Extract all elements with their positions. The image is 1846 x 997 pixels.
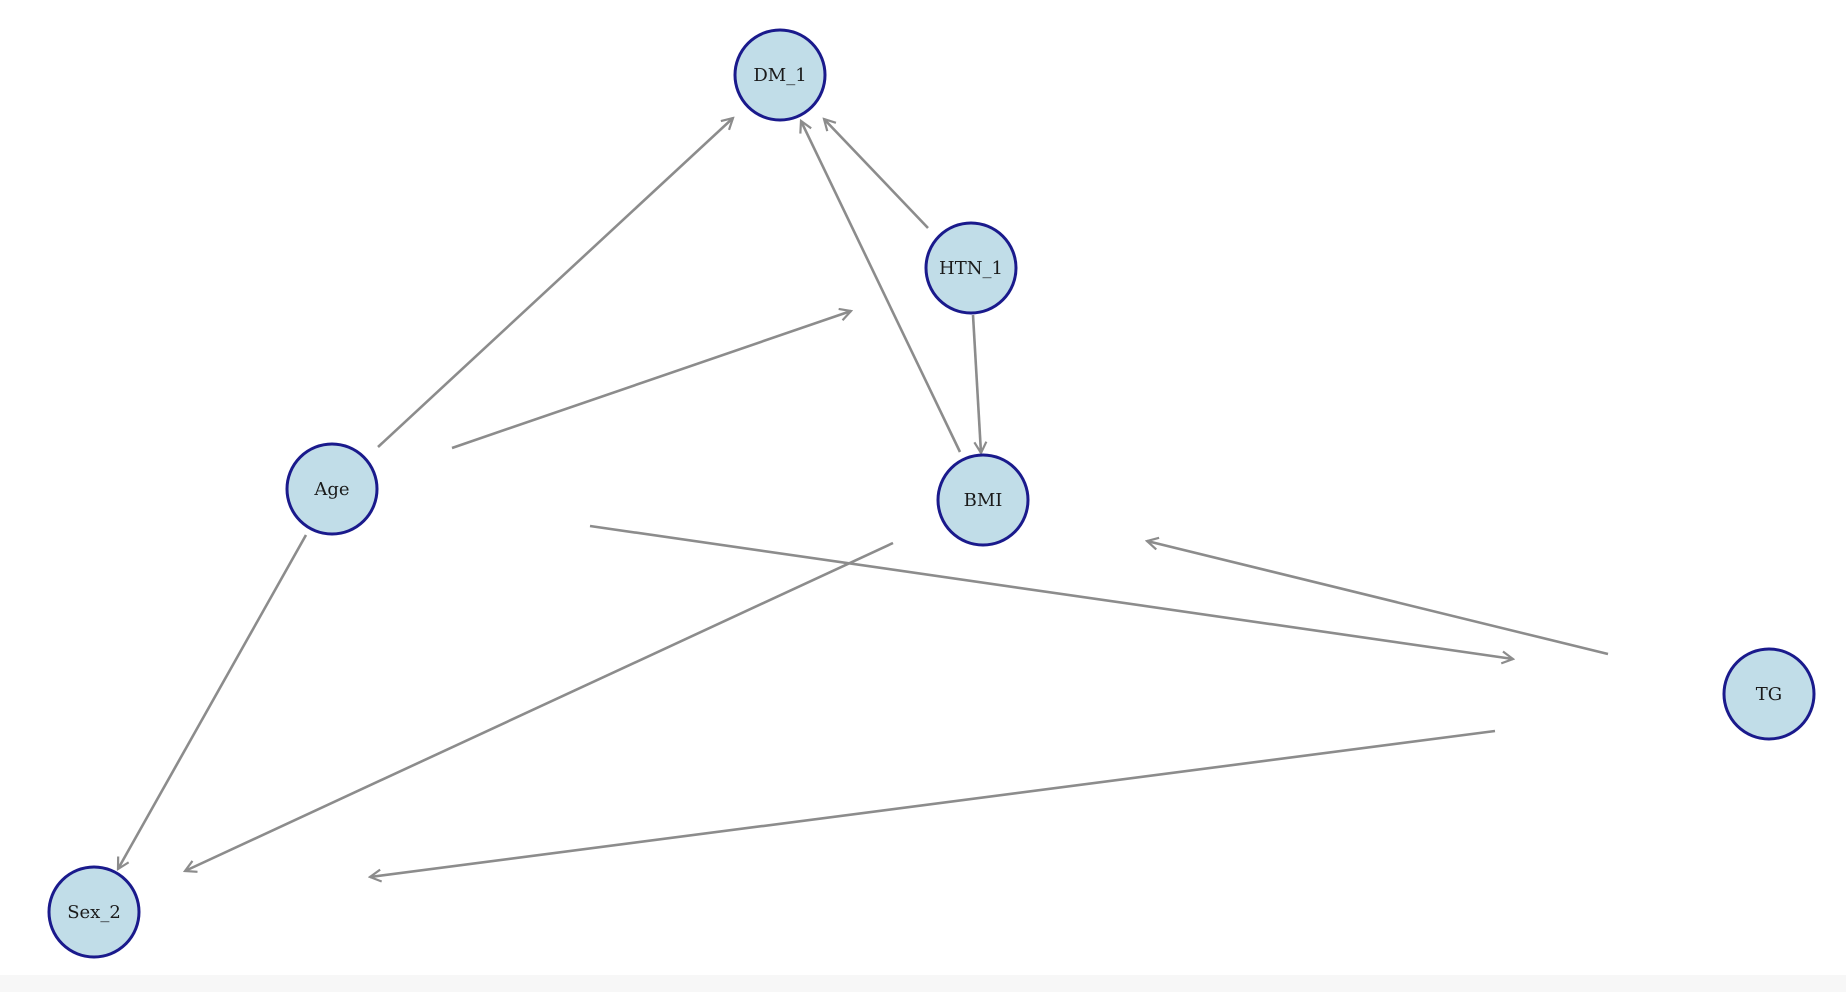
node-sex-2-circle (47, 865, 141, 959)
nodes-layer: DM_1 HTN_1 Age BMI TG Sex_2 (47, 28, 1816, 959)
node-dm-1[interactable]: DM_1 (733, 28, 827, 122)
node-tg[interactable]: TG (1722, 647, 1816, 741)
edge-htn-1-to-bmi (971, 314, 981, 453)
edge-age-to-bmi (451, 311, 851, 450)
node-bmi-label: BMI (964, 490, 1003, 511)
node-htn-1[interactable]: HTN_1 (924, 221, 1018, 315)
edge-bmi-to-sex-2 (185, 541, 894, 871)
edge-age-to-sex-2 (116, 534, 308, 869)
edge-tg-to-bmi (1147, 541, 1609, 656)
node-bmi[interactable]: BMI (936, 453, 1030, 547)
edge-bmi-to-dm-1 (801, 121, 962, 453)
edge-age-to-dm-1 (377, 118, 733, 448)
node-sex-2-label: Sex_2 (67, 902, 121, 923)
node-htn-1-circle (924, 221, 1018, 315)
edge-tg-to-sex-2 (370, 729, 1496, 877)
node-dm-1-circle (733, 28, 827, 122)
node-tg-label: TG (1756, 684, 1782, 705)
bottom-strip (0, 975, 1846, 992)
edges-layer (116, 118, 1609, 877)
node-age-label: Age (313, 479, 349, 500)
edge-htn-1-to-dm-1 (824, 119, 929, 229)
node-age-circle (285, 442, 379, 536)
edge-age-to-tg (589, 524, 1513, 659)
node-tg-circle (1722, 647, 1816, 741)
node-dm-1-label: DM_1 (753, 65, 806, 86)
node-sex-2[interactable]: Sex_2 (47, 865, 141, 959)
node-bmi-circle (936, 453, 1030, 547)
node-age[interactable]: Age (285, 442, 379, 536)
node-htn-1-label: HTN_1 (939, 258, 1003, 279)
